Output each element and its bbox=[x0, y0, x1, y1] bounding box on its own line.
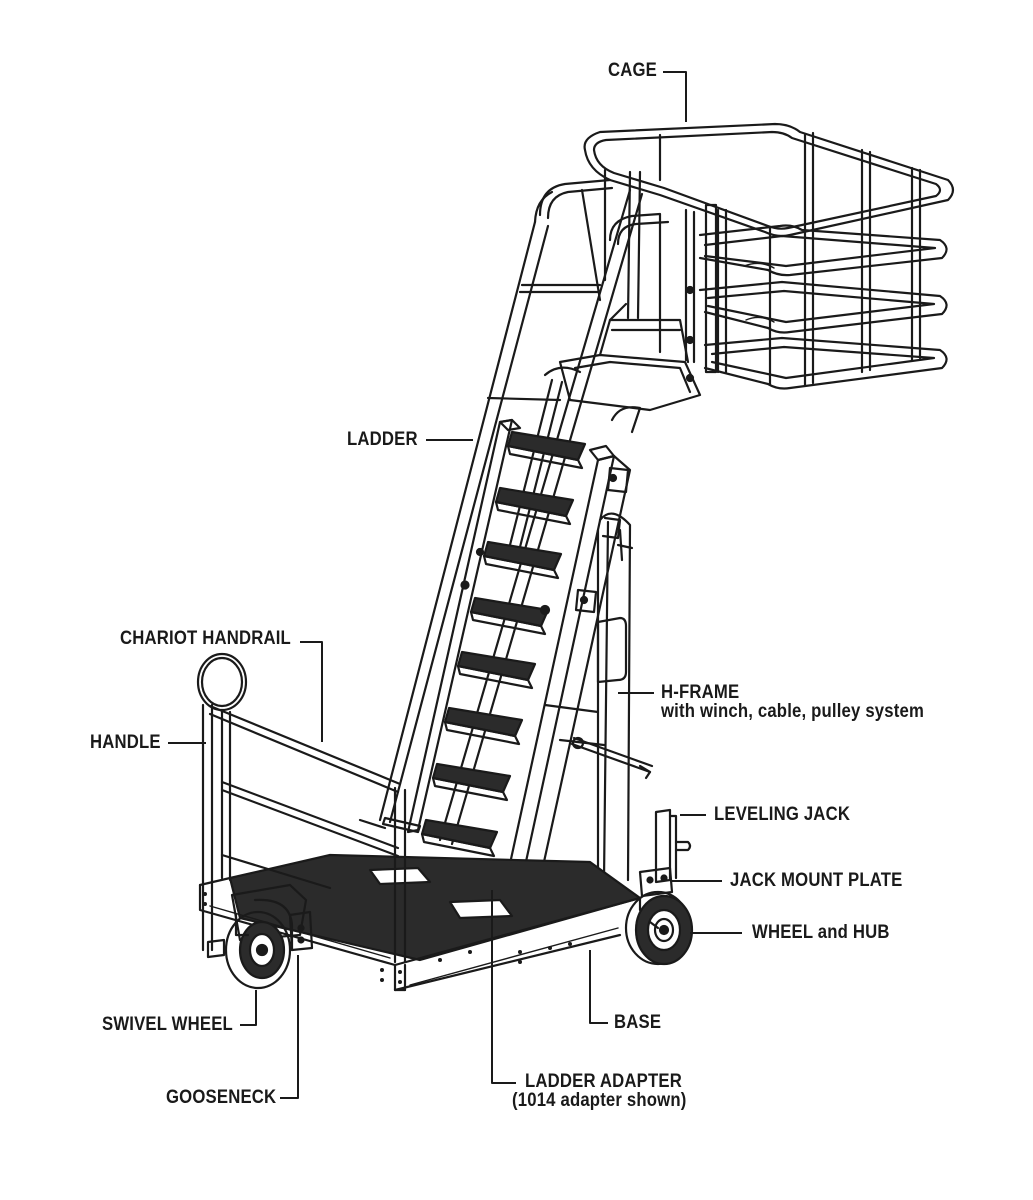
gooseneck-leader bbox=[280, 955, 299, 1099]
gooseneck-label: GOOSENECK bbox=[166, 1087, 277, 1108]
jack-mount-plate-label: JACK MOUNT PLATE bbox=[730, 870, 903, 891]
cage bbox=[538, 122, 955, 412]
leader-lines bbox=[168, 71, 742, 1099]
leveling-jack bbox=[638, 808, 692, 898]
swivel-wheel-label: SWIVEL WHEEL bbox=[102, 1014, 233, 1035]
wheel-and-hub-label: WHEEL and HUB bbox=[752, 922, 890, 943]
leveling-jack-label: LEVELING JACK bbox=[714, 804, 851, 825]
swivel-wheel bbox=[206, 883, 308, 990]
ladder-adapter-sublabel: (1014 adapter shown) bbox=[512, 1090, 687, 1111]
handle-label: HANDLE bbox=[90, 732, 161, 753]
chariot-handrail-label: CHARIOT HANDRAIL bbox=[120, 628, 291, 649]
cage-leader bbox=[663, 71, 687, 122]
h-frame bbox=[543, 512, 654, 882]
h-frame-sublabel: with winch, cable, pulley system bbox=[661, 701, 925, 722]
wheel-and-hub bbox=[624, 890, 694, 966]
base-label: BASE bbox=[614, 1012, 662, 1033]
cage-label: CAGE bbox=[608, 60, 658, 81]
base-leader bbox=[589, 950, 608, 1024]
ladder-adapter-leader bbox=[491, 890, 516, 1084]
h-frame-label: H-FRAME bbox=[661, 682, 740, 703]
ladder-adapter-label: LADDER ADAPTER bbox=[525, 1071, 682, 1092]
step-ladder bbox=[406, 418, 632, 919]
chariot-handrail bbox=[196, 652, 422, 964]
swivel-wheel-leader bbox=[240, 990, 257, 1026]
ladder-label: LADDER bbox=[347, 429, 418, 450]
chariot-handrail-leader bbox=[300, 641, 323, 742]
